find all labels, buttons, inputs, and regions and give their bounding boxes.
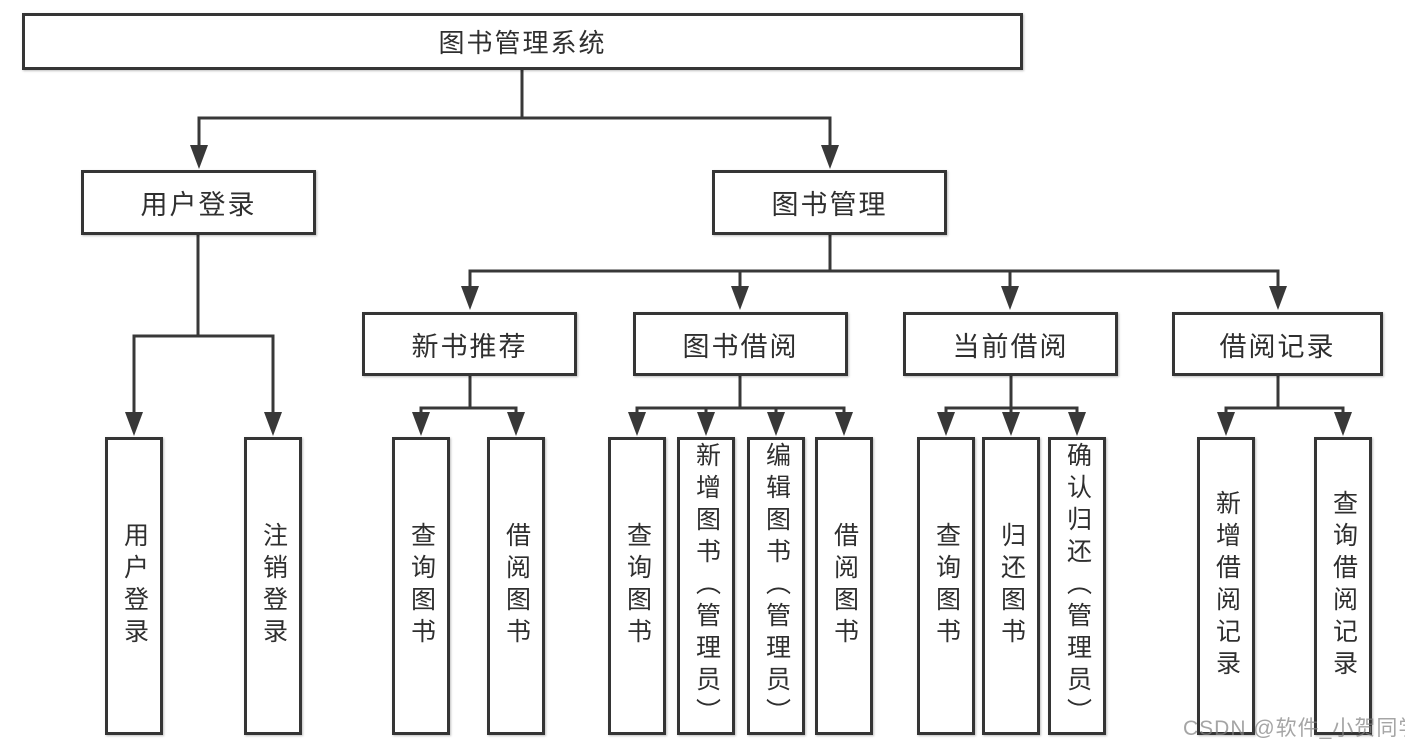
connector-current-borrow-to-leaves — [937, 376, 1086, 436]
leaf-query-books-3: 查询图书 — [917, 437, 975, 735]
leaf-borrow-books-2: 借阅图书 — [815, 437, 873, 735]
leaf-confirm-return-admin: 确认归还（管理员） — [1048, 437, 1106, 735]
leaf-user-login-label: 用户登录 — [120, 522, 149, 650]
leaf-query-books-2: 查询图书 — [608, 437, 666, 735]
connector-user-login-to-leaves — [125, 235, 282, 436]
node-borrow-records-label: 借阅记录 — [1219, 331, 1336, 362]
connector-root-to-level2 — [190, 69, 839, 169]
leaf-user-login: 用户登录 — [105, 437, 163, 735]
connector-new-book-to-leaves — [412, 376, 525, 436]
leaf-query-books-1: 查询图书 — [392, 437, 450, 735]
node-root-system-label: 图书管理系统 — [438, 28, 607, 58]
node-user-login: 用户登录 — [81, 170, 316, 235]
leaf-query-borrow-record-label: 查询借阅记录 — [1329, 490, 1358, 682]
leaf-query-books-2-label: 查询图书 — [623, 522, 652, 650]
leaf-return-books: 归还图书 — [982, 437, 1040, 735]
leaf-borrow-books-1: 借阅图书 — [487, 437, 545, 735]
connector-borrow-records-to-leaves — [1217, 376, 1352, 436]
node-current-borrow: 当前借阅 — [903, 312, 1118, 376]
leaf-query-borrow-record: 查询借阅记录 — [1314, 437, 1372, 735]
leaf-add-borrow-record-label: 新增借阅记录 — [1212, 490, 1241, 682]
node-book-management: 图书管理 — [712, 170, 947, 235]
node-new-book-recommend-label: 新书推荐 — [411, 331, 528, 362]
leaf-add-books-admin: 新增图书（管理员） — [677, 437, 735, 735]
leaf-edit-books-admin: 编辑图书（管理员） — [747, 437, 805, 735]
leaf-logout-label: 注销登录 — [259, 522, 288, 650]
node-root-system: 图书管理系统 — [22, 13, 1023, 70]
leaf-add-books-admin-label: 新增图书（管理员） — [692, 442, 721, 730]
leaf-logout: 注销登录 — [244, 437, 302, 735]
node-current-borrow-label: 当前借阅 — [952, 331, 1069, 362]
node-book-management-label: 图书管理 — [771, 190, 888, 220]
leaf-edit-books-admin-label: 编辑图书（管理员） — [762, 442, 791, 730]
csdn-watermark: CSDN @软件_小贺同学 — [1183, 717, 1405, 740]
connector-book-borrow-to-leaves — [628, 376, 853, 436]
node-user-login-label: 用户登录 — [140, 190, 257, 220]
leaf-borrow-books-1-label: 借阅图书 — [502, 522, 531, 650]
leaf-borrow-books-2-label: 借阅图书 — [830, 522, 859, 650]
connector-book-mgmt-to-level3 — [461, 235, 1287, 310]
node-book-borrow: 图书借阅 — [633, 312, 848, 376]
node-borrow-records: 借阅记录 — [1172, 312, 1383, 376]
leaf-confirm-return-admin-label: 确认归还（管理员） — [1063, 442, 1092, 730]
node-book-borrow-label: 图书借阅 — [682, 331, 799, 362]
node-new-book-recommend: 新书推荐 — [362, 312, 577, 376]
leaf-add-borrow-record: 新增借阅记录 — [1197, 437, 1255, 735]
leaf-query-books-1-label: 查询图书 — [407, 522, 436, 650]
leaf-return-books-label: 归还图书 — [997, 522, 1026, 650]
leaf-query-books-3-label: 查询图书 — [932, 522, 961, 650]
